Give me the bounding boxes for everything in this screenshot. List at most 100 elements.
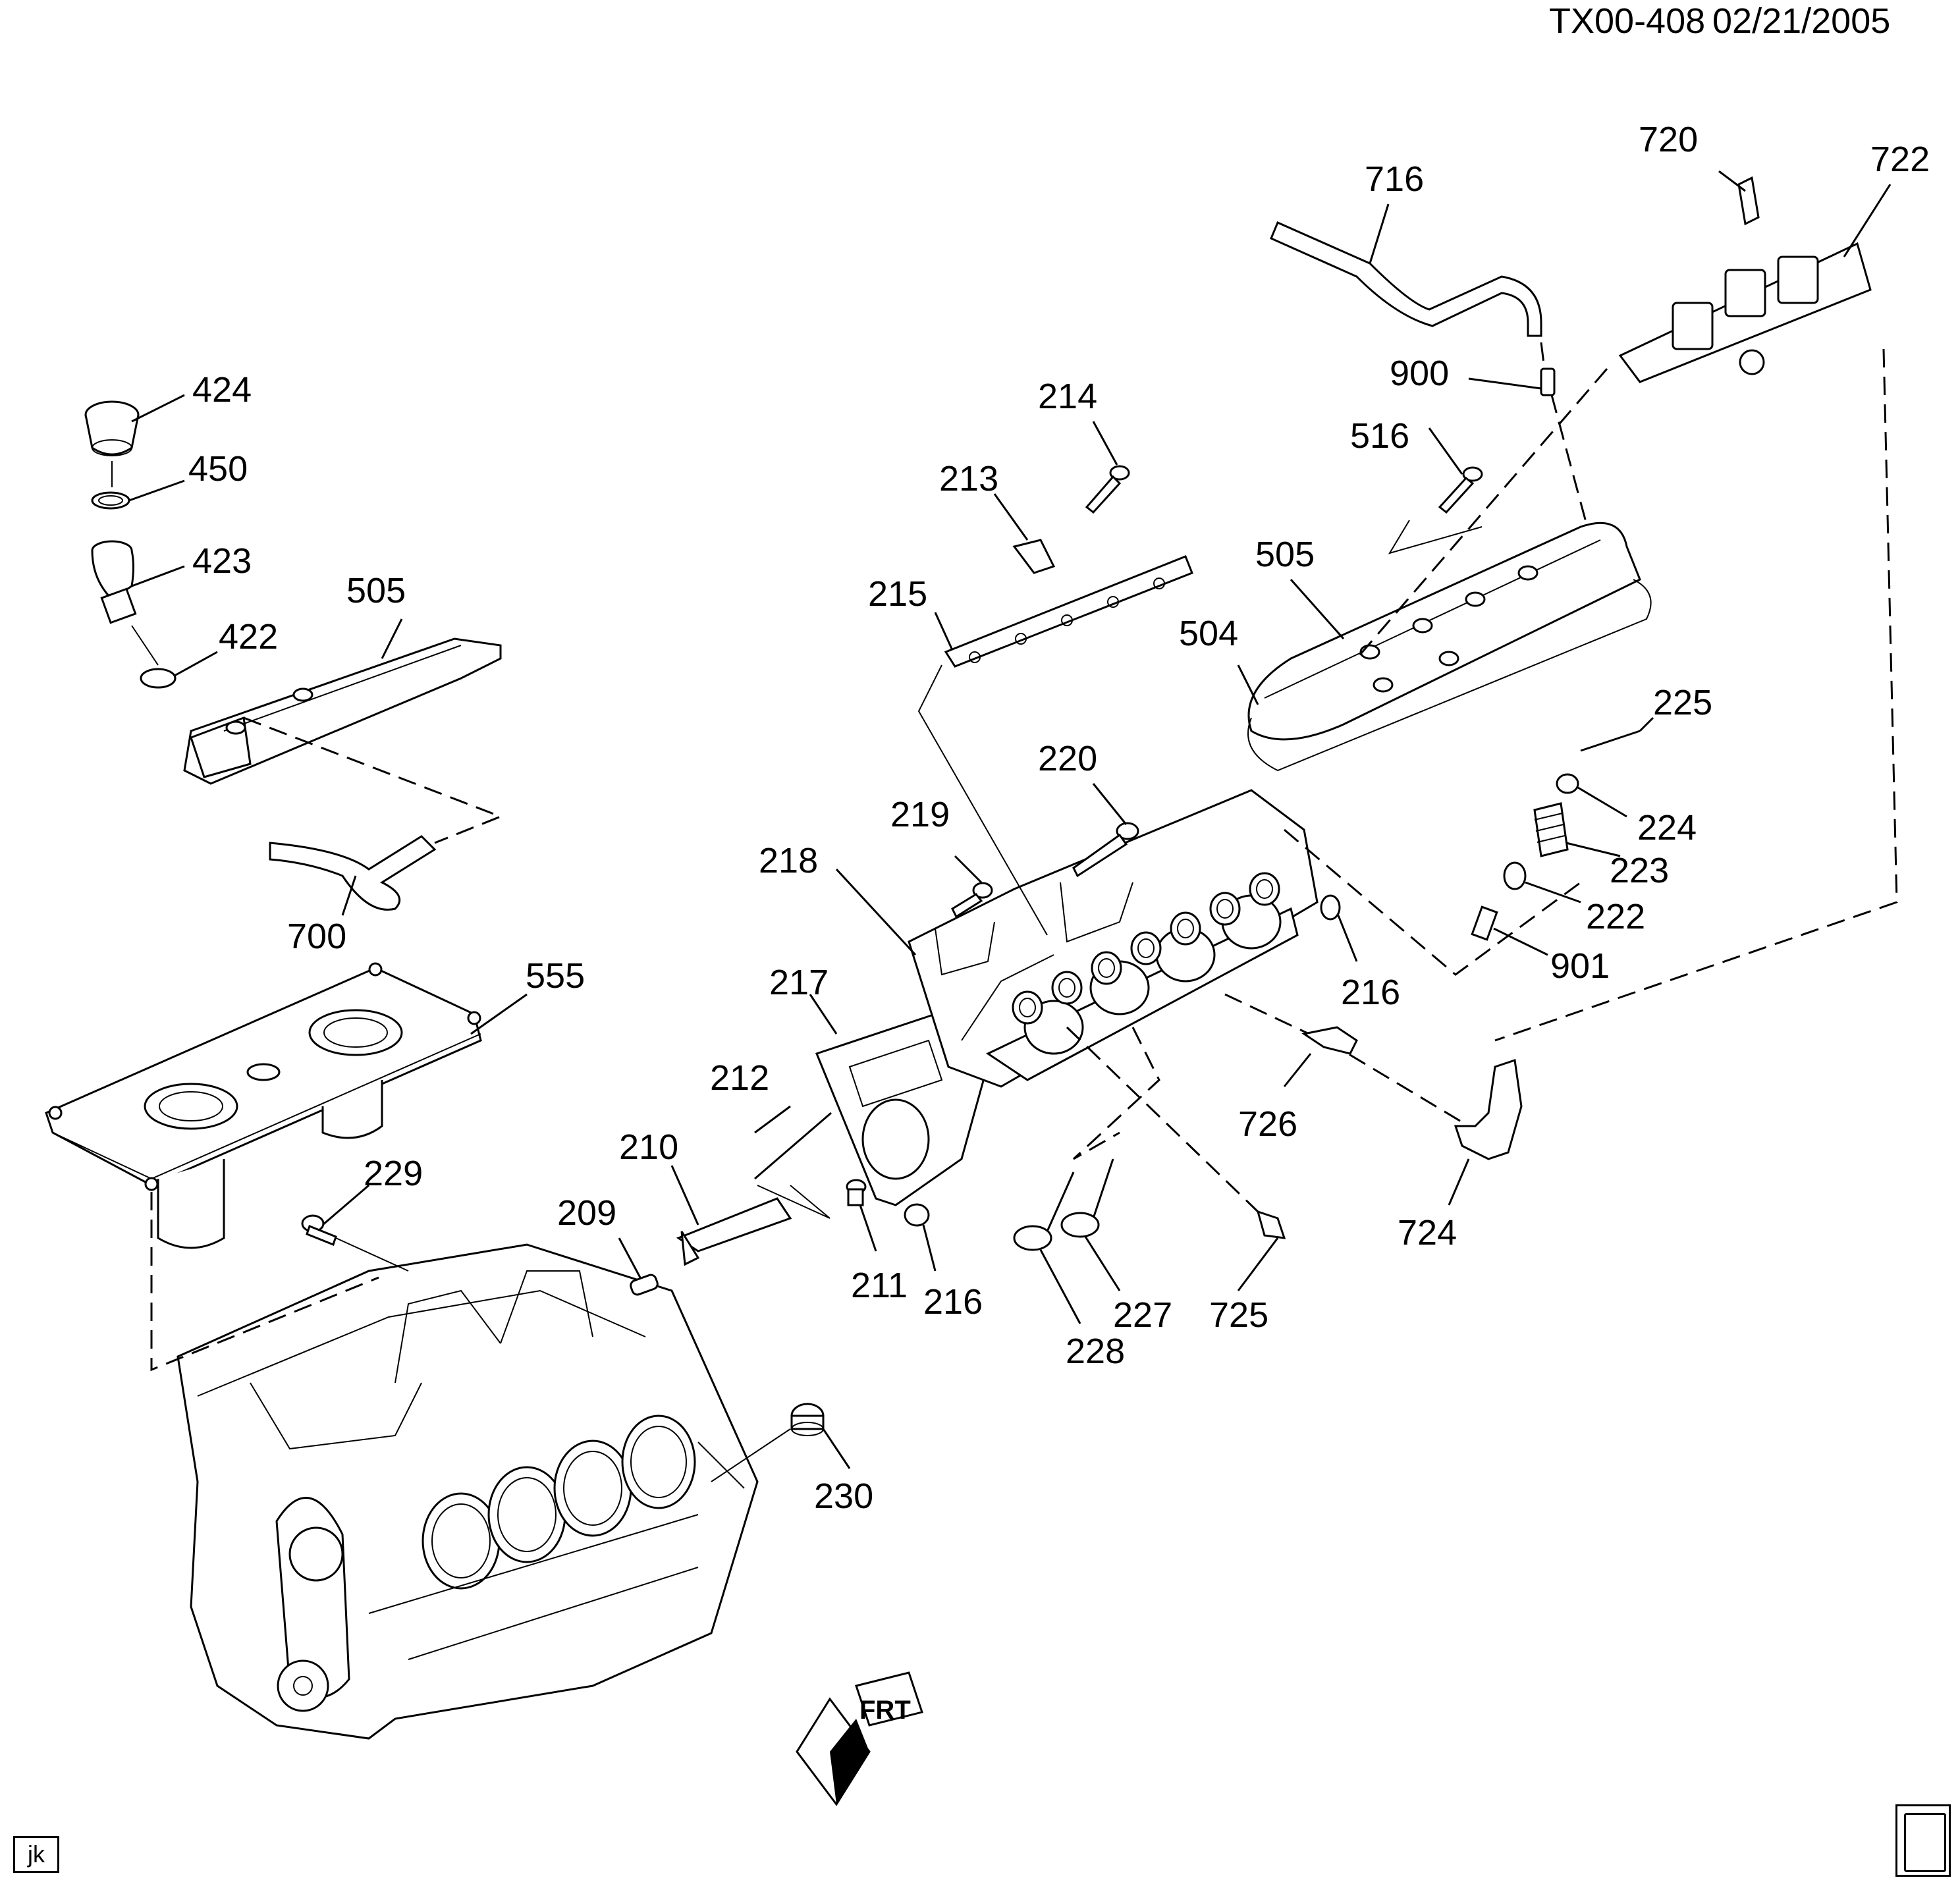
- lifter-209-part: [630, 1274, 659, 1296]
- callout-label: 229: [364, 1154, 423, 1193]
- seal-216-lower-part: [904, 1203, 930, 1227]
- bracket-220: [1060, 882, 1133, 943]
- valve-227-part: [1060, 1158, 1114, 1238]
- bolt-516-part: [1438, 466, 1483, 514]
- callout-label: 222: [1586, 897, 1645, 936]
- leader-215-target: [917, 664, 1048, 936]
- leader-516: [1428, 427, 1463, 475]
- right-valve-cover-gasket-part: [1247, 579, 1652, 772]
- dash-head-sensor: [1066, 1026, 1259, 1213]
- callout-label: 516: [1350, 416, 1409, 456]
- callout-label: 725: [1209, 1295, 1268, 1335]
- callout-label: 212: [710, 1058, 769, 1098]
- leader-228: [1039, 1249, 1081, 1324]
- spark-plug-part: [1301, 1026, 1358, 1055]
- callout-label: 219: [890, 795, 950, 834]
- bolt-211-part: [846, 1179, 867, 1206]
- callout-label: 720: [1639, 120, 1698, 159]
- callout-label: 505: [1255, 535, 1315, 574]
- leader-504: [1237, 664, 1259, 705]
- guide-901-part: [1471, 905, 1498, 941]
- leader-726: [1283, 1053, 1312, 1087]
- pcv-fitting-900-part: [1540, 367, 1556, 396]
- bolt-214-part: [1085, 465, 1130, 514]
- leader-222: [1525, 881, 1581, 903]
- oil-fill-oring-part: [140, 668, 177, 689]
- callout-label: 228: [1066, 1332, 1125, 1371]
- leader-450: [128, 479, 185, 502]
- bolt-220-part: [1072, 822, 1139, 878]
- leader-229: [322, 1184, 369, 1226]
- rocker-arm-part: [1012, 539, 1056, 574]
- leader-211: [859, 1204, 877, 1252]
- front-orientation-arrow-icon: [796, 1671, 923, 1806]
- leader-209: [618, 1237, 641, 1278]
- pcv-hose-716-part: [1270, 221, 1542, 337]
- pcv-hose-700-part: [269, 835, 437, 911]
- diagram-code: TX00-408: [1549, 1, 1705, 41]
- callout-label: 504: [1179, 614, 1238, 653]
- callout-label: 450: [188, 449, 248, 489]
- dash-716-900: [1540, 342, 1546, 369]
- retainer-224-part: [1556, 773, 1579, 794]
- callout-label: 223: [1610, 851, 1669, 890]
- leader-724: [1448, 1158, 1470, 1206]
- leader-218: [835, 868, 917, 956]
- engine-block: [177, 1243, 759, 1740]
- core-plug-part: [790, 1403, 825, 1436]
- leader-217: [809, 994, 838, 1035]
- leader-716: [1369, 203, 1390, 264]
- stud-720-part: [1737, 176, 1760, 226]
- left-valve-cover-part: [183, 637, 502, 785]
- leader-555: [470, 993, 528, 1035]
- callout-label: 217: [769, 963, 829, 1002]
- leader-423: [131, 565, 185, 587]
- leader-505-left: [381, 618, 403, 659]
- cylinder-head-part: [908, 789, 1319, 1088]
- bracket-210: [757, 1185, 830, 1219]
- leader-720: [1718, 170, 1746, 192]
- dash-555-block: [150, 1192, 379, 1372]
- seal-216-upper-part: [1320, 894, 1341, 921]
- callout-label: 901: [1550, 946, 1610, 986]
- callout-label: 216: [1341, 973, 1400, 1012]
- valve-228-part: [1013, 1172, 1075, 1251]
- leader-700: [341, 875, 357, 916]
- leader-230-target: [711, 1428, 791, 1482]
- callout-label: 214: [1038, 377, 1097, 416]
- leader-725: [1237, 1237, 1279, 1291]
- callout-label: 227: [1113, 1295, 1172, 1335]
- valley-cover-part: [45, 962, 482, 1249]
- callout-label: 555: [526, 956, 585, 996]
- callout-label: 209: [557, 1193, 616, 1233]
- dash-head-valves: [1072, 1027, 1160, 1160]
- leader-505-right: [1290, 579, 1345, 639]
- dash-head-valvetrain: [1284, 828, 1581, 976]
- leader-216-upper: [1337, 915, 1358, 962]
- callout-label: 900: [1390, 354, 1449, 393]
- lifter-guide-part: [676, 1197, 792, 1266]
- leader-227: [1084, 1236, 1121, 1291]
- valve-spring-223-part: [1533, 802, 1569, 857]
- callout-label: 726: [1238, 1104, 1297, 1144]
- leader-424: [131, 394, 185, 423]
- leader-212: [754, 1105, 791, 1134]
- leader-213: [993, 493, 1029, 541]
- ignition-coil-assembly-part: [1618, 242, 1872, 383]
- callout-label: 700: [287, 917, 346, 956]
- diagram-date: 02/21/2005: [1712, 1, 1890, 41]
- callout-label: 230: [814, 1476, 873, 1516]
- callout-label: 211: [851, 1266, 908, 1305]
- leader-901: [1493, 927, 1548, 956]
- gm-spo-logo-icon: [1895, 1804, 1951, 1877]
- callout-label: 224: [1637, 808, 1697, 848]
- leader-422: [174, 651, 218, 677]
- callout-label: 423: [192, 541, 252, 581]
- leader-224: [1577, 786, 1627, 818]
- callout-label: 424: [192, 370, 252, 410]
- oil-fill-tube-part: [91, 540, 137, 624]
- valve-seal-222-part: [1503, 861, 1527, 890]
- dash-coil-cover: [1355, 368, 1608, 659]
- callout-label: 722: [1870, 140, 1930, 179]
